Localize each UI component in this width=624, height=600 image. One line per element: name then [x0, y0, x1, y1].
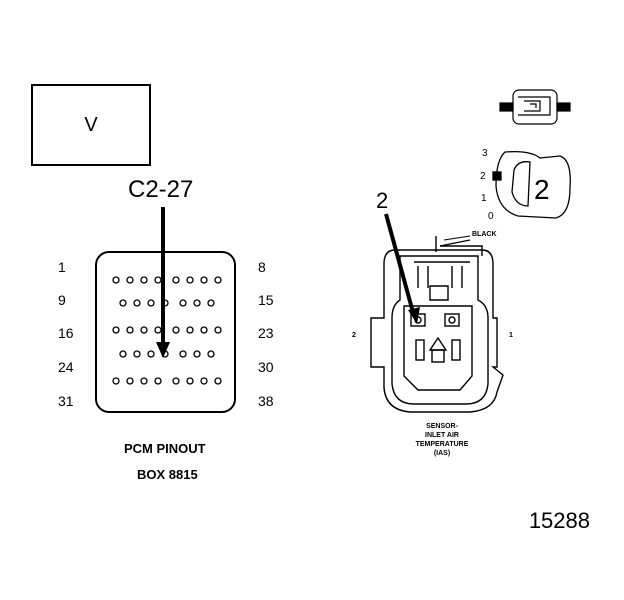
pcm-pin — [200, 276, 208, 284]
pcm-pin — [186, 377, 194, 385]
sensor-label-line4: (IAS) — [433, 450, 451, 457]
pcm-pin — [154, 326, 162, 334]
pcm-pin — [126, 276, 134, 284]
pcm-pin — [140, 326, 148, 334]
key-scale-2: 2 — [480, 171, 486, 182]
key-scale-1: 1 — [481, 193, 487, 204]
pin-row-2-right: 15 — [258, 292, 274, 308]
pin-row-5-right: 38 — [258, 393, 274, 409]
pcm-pin — [179, 350, 187, 358]
pcm-pin — [126, 377, 134, 385]
pcm-pin — [172, 326, 180, 334]
meter-label: V — [84, 113, 98, 136]
key-scale-0: 0 — [488, 211, 494, 222]
sensor-label: SENSOR- INLET AIR TEMPERATURE (IAS) — [400, 422, 484, 458]
pcm-pin — [140, 276, 148, 284]
connector-side-left: 2 — [352, 332, 356, 339]
sensor-label-line3: TEMPERATURE — [415, 441, 469, 448]
connector-callout-arrow — [384, 213, 416, 317]
pcm-pin — [140, 377, 148, 385]
pcm-pin — [186, 276, 194, 284]
pin-row-4-right: 30 — [258, 359, 274, 375]
pcm-pin — [147, 350, 155, 358]
pcm-pin — [154, 377, 162, 385]
pcm-pin — [200, 377, 208, 385]
pcm-pin — [214, 326, 222, 334]
pin-row-1-right: 8 — [258, 259, 266, 275]
pin-row-5-left: 31 — [58, 393, 74, 409]
pcm-pin-grid — [112, 276, 222, 385]
pin-row-1-left: 1 — [58, 259, 66, 275]
probe-arrow-head — [156, 342, 170, 358]
meter-display-box: V — [31, 84, 151, 166]
pinout-caption-line1: PCM PINOUT — [124, 441, 206, 456]
pcm-pin — [200, 326, 208, 334]
pcm-pinout-box — [95, 251, 236, 413]
key-shape-icon — [492, 150, 571, 219]
pcm-pin — [214, 377, 222, 385]
pcm-pin — [214, 276, 222, 284]
pcm-pin — [147, 299, 155, 307]
pcm-pin — [193, 350, 201, 358]
key-scale-3: 3 — [482, 148, 488, 159]
connector-icon-top — [499, 89, 571, 125]
connector-pin-callout: 2 — [376, 188, 389, 213]
pinout-caption-line2: BOX 8815 — [137, 467, 198, 482]
pcm-pin — [193, 299, 201, 307]
pcm-pin — [119, 299, 127, 307]
sensor-label-line2: INLET AIR — [425, 432, 459, 439]
figure-number: 15288 — [528, 508, 590, 533]
connector-color-label: BLACK — [472, 231, 497, 238]
pcm-pin — [154, 276, 162, 284]
pcm-pin — [126, 326, 134, 334]
pcm-pin — [133, 299, 141, 307]
pin-row-4-left: 24 — [58, 359, 74, 375]
sensor-label-line1: SENSOR- — [426, 423, 458, 430]
pcm-pin — [172, 276, 180, 284]
probe-label: C2-27 — [128, 176, 194, 203]
connector-side-right: 1 — [509, 332, 513, 339]
pin-row-3-right: 23 — [258, 325, 274, 341]
pcm-pin — [207, 350, 215, 358]
pcm-pin — [119, 350, 127, 358]
pcm-pin — [179, 299, 187, 307]
pcm-pin — [133, 350, 141, 358]
connector-callout-arrowhead — [408, 307, 420, 324]
pcm-pin — [112, 377, 120, 385]
pcm-pin — [112, 326, 120, 334]
pin-row-3-left: 16 — [58, 325, 74, 341]
sensor-connector — [370, 236, 504, 413]
pcm-pin — [207, 299, 215, 307]
pcm-pin — [112, 276, 120, 284]
pcm-pin — [172, 377, 180, 385]
black-label-leader — [443, 235, 471, 241]
pin-row-2-left: 9 — [58, 292, 66, 308]
key-big-number: 2 — [534, 174, 550, 205]
pcm-pin — [186, 326, 194, 334]
